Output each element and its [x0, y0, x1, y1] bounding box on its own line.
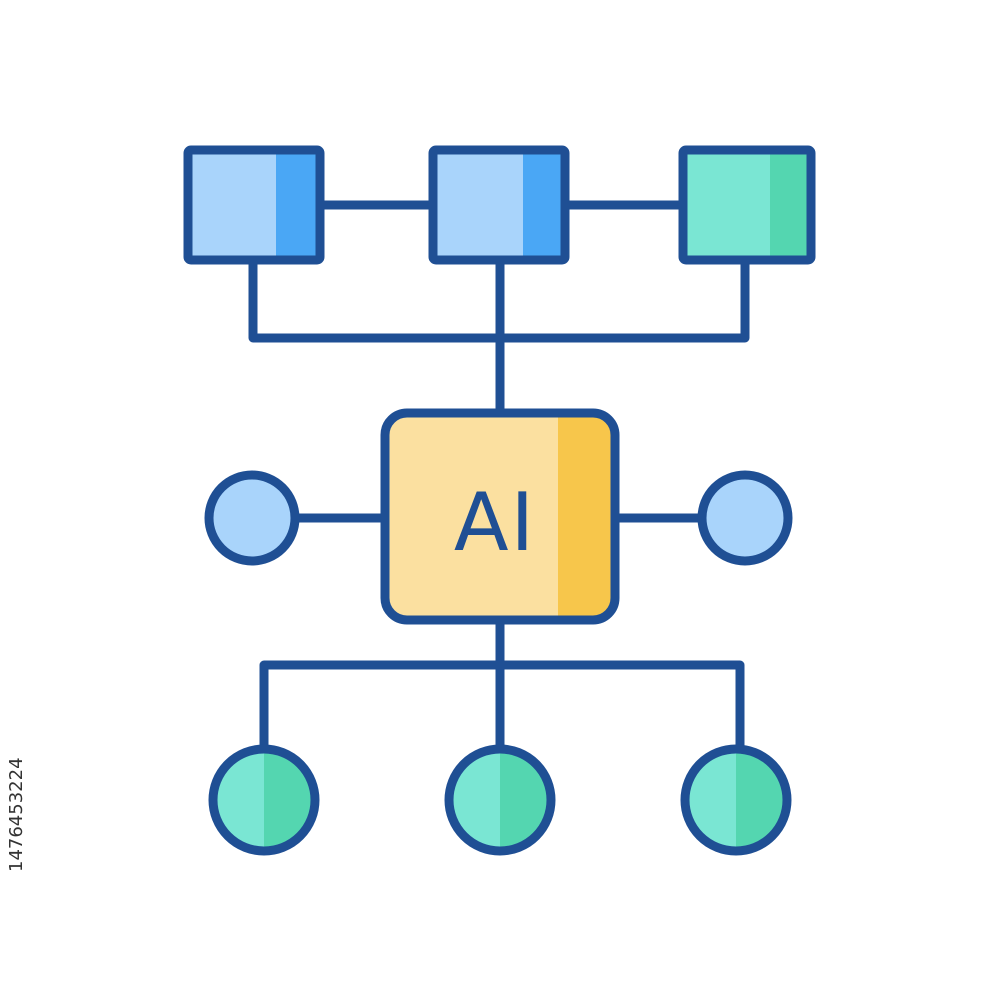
- connectors: [248, 200, 750, 753]
- square-node-left: [183, 145, 325, 265]
- circle-node-bottom-middle: [444, 744, 556, 856]
- square-node-right: [678, 145, 816, 265]
- stock-id-text: 1476453224: [6, 757, 27, 873]
- ai-core-node: AI: [380, 408, 620, 625]
- circle-node-bottom-right: [680, 744, 792, 856]
- circle-node-left: [204, 470, 300, 566]
- circle-node-right: [697, 470, 793, 566]
- ai-label: AI: [454, 476, 536, 569]
- circle-node-bottom-left: [208, 744, 320, 856]
- square-node-middle: [428, 145, 570, 265]
- connector-bottom-bus: [259, 660, 745, 753]
